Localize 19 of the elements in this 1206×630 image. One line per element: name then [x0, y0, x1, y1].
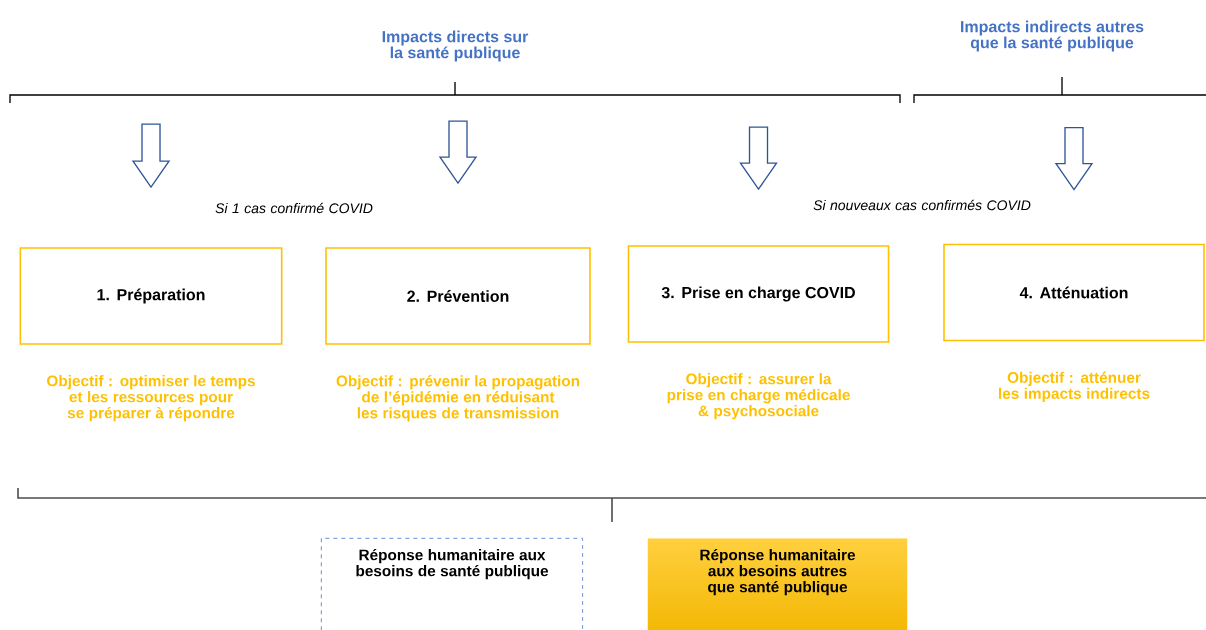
process-box	[627, 245, 890, 343]
condition-text: Si 1 cas confirmé COVID	[215, 202, 373, 214]
box-label: 3. Prise en charge COVID	[661, 286, 855, 302]
heading-text: Impacts indirects autres que la santé publique	[961, 20, 1144, 52]
box-label: 4. Atténuation	[1019, 286, 1128, 299]
condition-text: Si nouveaux cas confirmés COVID	[813, 199, 1031, 211]
process-box	[320, 537, 584, 630]
objective-text: Objectif : prévenir la propagation de l’épidémie en réduisant les risques de transmission	[336, 375, 580, 422]
objective-text: Objectif : atténuer les impacts indirects	[999, 371, 1150, 402]
box-label: Réponse humanitaire aux besoins autres que santé publique	[700, 548, 856, 596]
box-label: 1. Préparation	[97, 288, 205, 304]
box-label: 2. Prévention	[407, 290, 509, 302]
process-box	[19, 247, 283, 345]
box-label: Réponse humanitaire aux besoins de santé publique	[356, 548, 549, 580]
objective-text: Objectif : optimiser le temps et les ressources pour se préparer à répondre	[47, 375, 255, 422]
process-box	[943, 243, 1205, 342]
objective-text: Objectif : assurer la prise en charge médicale & psychosociale	[667, 373, 850, 420]
heading-text: Impacts directs sur la santé publique	[382, 30, 529, 62]
process-box	[325, 247, 591, 345]
